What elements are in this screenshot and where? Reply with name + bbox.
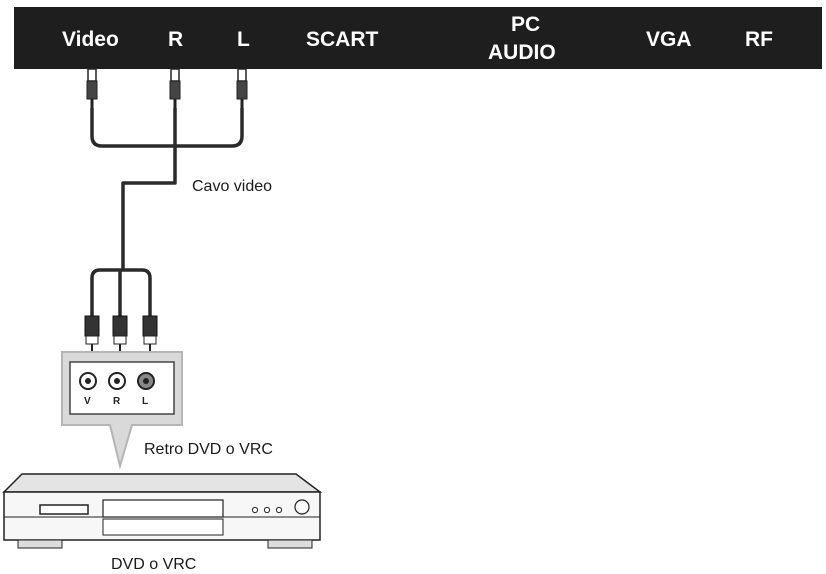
bottom-plug-l — [142, 315, 158, 352]
jack-l — [137, 372, 155, 390]
tv-connector-panel — [14, 7, 822, 69]
rear-panel-label: Retro DVD o VRC — [144, 441, 273, 458]
jack-r — [108, 372, 126, 390]
top-plug-video — [86, 68, 98, 108]
label-scart-port: SCART — [306, 28, 379, 51]
label-pc-audio-line2: AUDIO — [488, 41, 556, 64]
label-pc-audio-line1: PC — [511, 13, 541, 36]
jack-letter-v: V — [84, 396, 91, 407]
cable-label: Cavo video — [192, 178, 273, 195]
bottom-plug-r — [112, 315, 128, 352]
video-cable — [90, 108, 244, 316]
device-label: DVD o VRC — [111, 556, 197, 573]
label-video-port: Video — [62, 28, 119, 51]
label-vga-port: VGA — [646, 28, 692, 51]
dvd-vcr-device — [2, 473, 323, 549]
label-l-port: L — [237, 28, 250, 51]
label-rf-port: RF — [745, 28, 773, 51]
top-plug-l — [236, 68, 248, 108]
jack-letter-l: L — [142, 396, 149, 407]
bottom-plug-video — [84, 315, 100, 352]
top-plug-r — [169, 68, 181, 108]
jack-video — [79, 372, 97, 390]
label-r-port: R — [168, 28, 184, 51]
jack-letter-r: R — [113, 396, 121, 407]
